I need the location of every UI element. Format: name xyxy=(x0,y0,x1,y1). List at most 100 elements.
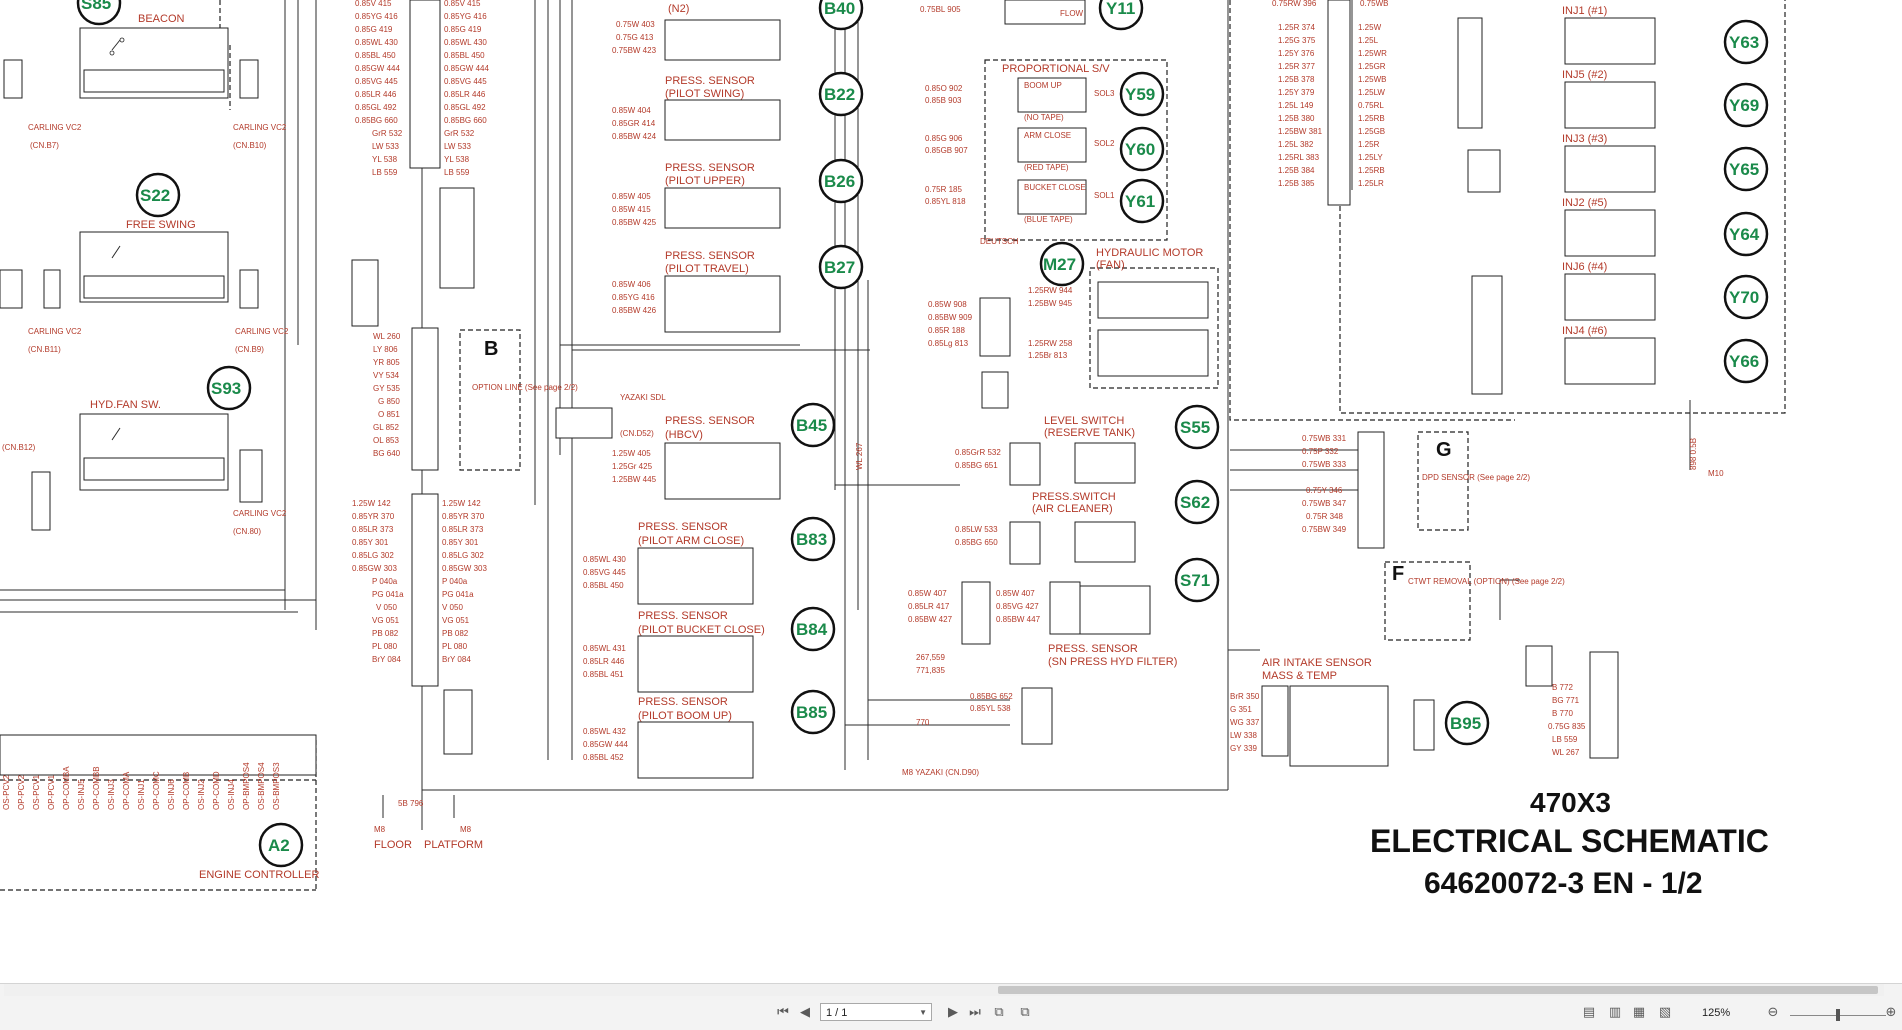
id-S71: S71 xyxy=(1180,571,1210,590)
schematic-label: 0.85G 906 xyxy=(925,134,963,143)
schematic-label: PB 082 xyxy=(442,629,469,638)
schematic-label: M8 xyxy=(460,825,472,834)
level-and-press-switches: LEVEL SWITCH (RESERVE TANK) PRESS.SWITCH… xyxy=(855,415,1177,777)
schematic-label: 0.85LR 446 xyxy=(444,90,486,99)
page-number-field[interactable]: 1 / 1 ▼ xyxy=(820,1003,932,1021)
schematic-label: 1.25B 380 xyxy=(1278,114,1315,123)
continuous-view-icon[interactable]: ▥ xyxy=(1608,1005,1622,1020)
id-B26: B26 xyxy=(824,172,855,191)
id-B27: B27 xyxy=(824,258,855,277)
zoom-out-icon[interactable]: ⊖ xyxy=(1767,1005,1779,1020)
schematic-label: 0.85W 405 xyxy=(612,192,651,201)
schematic-label: SOL3 xyxy=(1094,89,1115,98)
schematic-label: 0.75WB 331 xyxy=(1302,434,1347,443)
id-Y61: Y61 xyxy=(1125,192,1155,211)
free-swing-cn-b11: (CN.B11) xyxy=(28,345,61,354)
schematic-label: CTWT REMOVAL (OPTION) (See page 2/2) xyxy=(1408,577,1565,586)
single-page-view-icon[interactable]: ▤ xyxy=(1582,1005,1596,1020)
schematic-label: OPTION LINE (See page 2/2) xyxy=(472,383,578,392)
schematic-label: 0.85W 406 xyxy=(612,280,651,289)
schematic-label: 0.85YL 538 xyxy=(970,704,1011,713)
zoom-slider-thumb[interactable] xyxy=(1836,1009,1840,1021)
next-page-icon[interactable]: ▶ xyxy=(948,1005,958,1020)
schematic-label: LW 533 xyxy=(444,142,472,151)
schematic-label: 0.85WL 430 xyxy=(444,38,487,47)
schematic-label: 0.85W 415 xyxy=(612,205,651,214)
schematic-label: LW 338 xyxy=(1230,731,1258,740)
schematic-label: LW 533 xyxy=(372,142,400,151)
schematic-label: PRESS. SENSOR xyxy=(638,696,728,708)
schematic-label: 898 0.5B xyxy=(1689,438,1698,470)
schematic-label: (FAN) xyxy=(1096,259,1125,271)
schematic-label: M10 xyxy=(1708,469,1724,478)
schematic-label: BG 771 xyxy=(1552,696,1580,705)
schematic-label: 0.85GW 444 xyxy=(583,740,628,749)
zoom-level[interactable]: 125% xyxy=(1702,1007,1731,1019)
schematic-label: 1.25LY xyxy=(1358,153,1383,162)
extract-page-icon[interactable]: ⧉ xyxy=(1020,1005,1030,1020)
schematic-label: 0.75WB 333 xyxy=(1302,460,1347,469)
title-block: 470X3 ELECTRICAL SCHEMATIC 64620072-3 EN… xyxy=(1370,787,1769,900)
schematic-label: PB 082 xyxy=(372,629,399,638)
schematic-label: 0.85BL 451 xyxy=(583,670,624,679)
page-number-text: 1 / 1 xyxy=(826,1007,848,1019)
schematic-label: BrY 084 xyxy=(442,655,471,664)
schematic-label: PG 041a xyxy=(372,590,404,599)
two-page-continuous-icon[interactable]: ▧ xyxy=(1658,1005,1672,1020)
copy-page-icon[interactable]: ⧉ xyxy=(994,1005,1004,1020)
schematic-label: 0.85VG 445 xyxy=(583,568,626,577)
schematic-label: (NO TAPE) xyxy=(1024,113,1064,122)
schematic-label: PRESS. SENSOR xyxy=(665,250,755,262)
schematic-label: (SN PRESS HYD FILTER) xyxy=(1048,656,1177,668)
id-Y11: Y11 xyxy=(1106,0,1135,18)
schematic-label: OP-PCV2 xyxy=(17,774,26,810)
first-page-icon[interactable]: ⏮ xyxy=(777,1005,789,1020)
previous-page-icon[interactable]: ◀ xyxy=(800,1005,810,1020)
id-Y66: Y66 xyxy=(1729,352,1759,371)
last-page-icon[interactable]: ⏭ xyxy=(969,1005,981,1020)
schematic-label: 1.25W 142 xyxy=(442,499,481,508)
schematic-label: OP-COMD xyxy=(212,771,221,810)
schematic-label: FLOW xyxy=(1060,9,1084,18)
beacon-switch: BEACON CARLING VC2 CARLING VC2 (CN.B7) (… xyxy=(3,13,287,150)
schematic-label: 0.85BW 427 xyxy=(908,615,953,624)
schematic-label: HYDRAULIC MOTOR xyxy=(1096,247,1203,259)
schematic-label: 0.75P 332 xyxy=(1302,447,1339,456)
zoom-in-icon[interactable]: ⊕ xyxy=(1885,1005,1897,1020)
schematic-label: 0.85Y 301 xyxy=(352,538,389,547)
schematic-label: 0.85WL 431 xyxy=(583,644,626,653)
schematic-label: 0.85GR 414 xyxy=(612,119,656,128)
ctwt-removal-reference: F CTWT REMOVAL (OPTION) (See page 2/2) B… xyxy=(1392,563,1619,759)
schematic-label: V 050 xyxy=(442,603,463,612)
schematic-label: 0.85YG 416 xyxy=(355,12,398,21)
schematic-label: 1.25LR xyxy=(1358,179,1384,188)
page-dropdown-icon[interactable]: ▼ xyxy=(919,1008,927,1017)
schematic-label: 1.25L 149 xyxy=(1278,101,1314,110)
id-Y59: Y59 xyxy=(1125,85,1155,104)
id-S93: S93 xyxy=(211,379,241,398)
id-B85: B85 xyxy=(796,703,827,722)
id-B22: B22 xyxy=(824,85,855,104)
schematic-label: YL 538 xyxy=(372,155,398,164)
schematic-label: 0.85LR 417 xyxy=(908,602,950,611)
schematic-label: 0.85GW 444 xyxy=(444,64,489,73)
schematic-label: INJ1 (#1) xyxy=(1562,5,1607,17)
two-page-view-icon[interactable]: ▦ xyxy=(1632,1005,1646,1020)
schematic-label: GrR 532 xyxy=(444,129,475,138)
schematic-label: 0.85B 903 xyxy=(925,96,962,105)
schematic-label: 0.85BL 450 xyxy=(583,581,624,590)
schematic-label: FLOOR xyxy=(374,839,412,851)
schematic-label: (RED TAPE) xyxy=(1024,163,1069,172)
schematic-label: 0.85W 404 xyxy=(612,106,651,115)
horizontal-scrollbar-thumb[interactable] xyxy=(998,986,1878,994)
injectors: INJ1 (#1) INJ5 (#2) INJ3 (#3) INJ2 (#5) … xyxy=(1272,0,1724,478)
schematic-title: ELECTRICAL SCHEMATIC xyxy=(1370,823,1769,859)
sensor-wire-labels: 0.75W 403 0.75G 413 0.75BW 423 0.85W 404… xyxy=(583,20,657,762)
component-ids: S85 S22 S93 B40 B22 B26 B27 B45 B83 B84 … xyxy=(76,0,1769,868)
schematic-label: B xyxy=(484,338,498,360)
horizontal-scrollbar[interactable] xyxy=(4,984,1884,996)
schematic-label: 0.75BW 349 xyxy=(1302,525,1347,534)
schematic-label: 1.25WR xyxy=(1358,49,1387,58)
schematic-label: 0.85G 419 xyxy=(444,25,482,34)
schematic-label: 0.85Y 301 xyxy=(442,538,479,547)
